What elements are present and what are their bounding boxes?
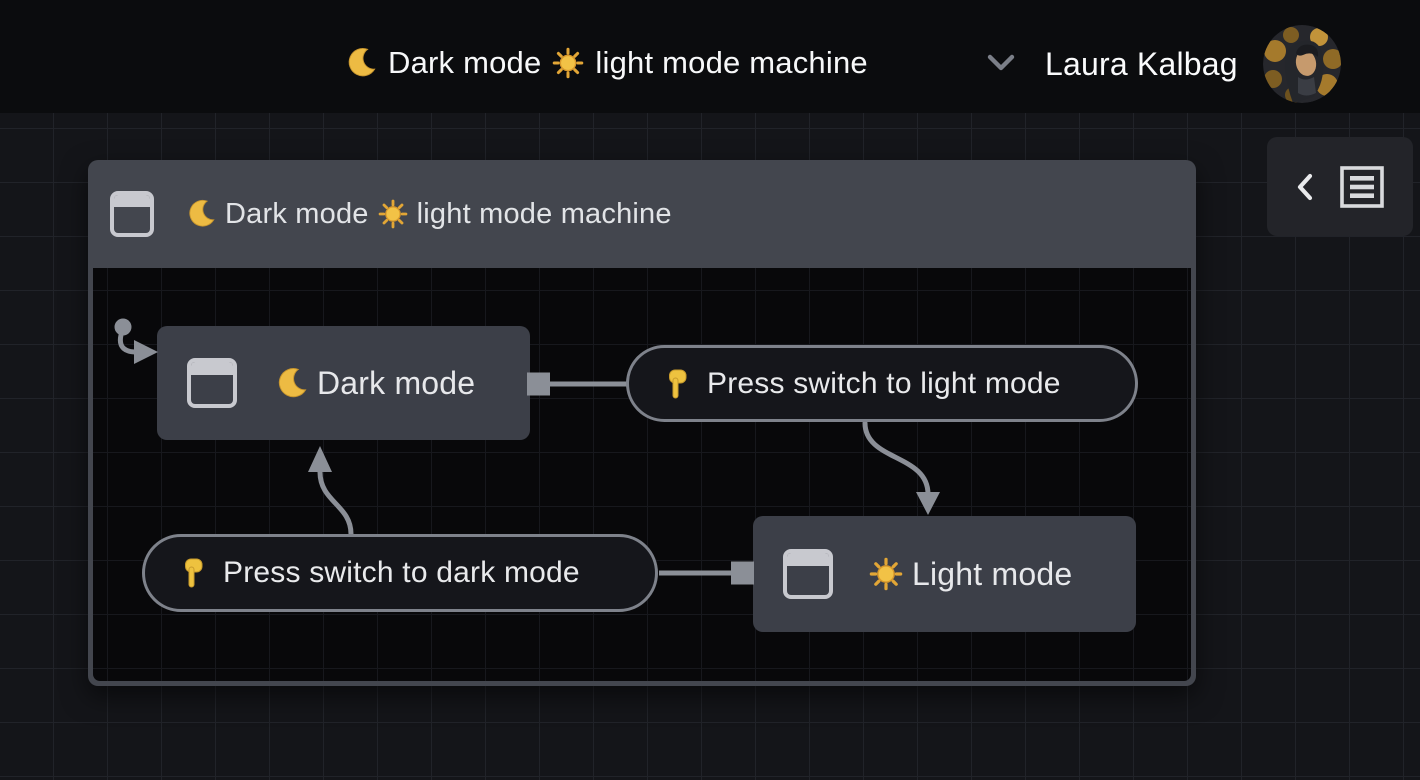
- hand-pointing-down-icon: [185, 558, 203, 588]
- window-frame-icon: [783, 549, 833, 599]
- machine-title-dropdown[interactable]: Dark mode light mode machine: [343, 32, 1016, 94]
- state-label: Light mode: [912, 555, 1073, 592]
- document-list-icon[interactable]: [1340, 165, 1384, 208]
- transition-press-switch-to-light-mode[interactable]: Press switch to light mode: [626, 345, 1138, 422]
- topbar: Dark mode light mode machine Laura Kalba…: [0, 0, 1420, 113]
- machine-title-part1: Dark mode: [388, 45, 542, 80]
- transition-label: Press switch to light mode: [707, 366, 1061, 400]
- state-node-light-mode[interactable]: Light mode: [753, 516, 1136, 632]
- right-panel-toggle[interactable]: [1267, 137, 1413, 236]
- avatar[interactable]: [1263, 25, 1341, 103]
- machine-header-title-part2: light mode machine: [416, 197, 672, 230]
- crescent-moon-icon: [189, 199, 215, 227]
- window-frame-icon: [110, 191, 154, 237]
- user-name: Laura Kalbag: [1045, 46, 1238, 82]
- crescent-moon-icon: [348, 48, 376, 77]
- hand-pointing-down-icon: [669, 369, 687, 398]
- machine-title-part2: light mode machine: [595, 45, 868, 80]
- sun-icon: [869, 557, 903, 591]
- avatar-image: [1263, 25, 1341, 103]
- sun-icon: [378, 199, 407, 229]
- state-node-dark-mode[interactable]: Dark mode: [157, 326, 530, 440]
- sun-icon: [553, 47, 584, 79]
- machine-header[interactable]: Dark mode light mode machine: [88, 160, 1196, 268]
- transition-label: Press switch to dark mode: [223, 556, 580, 589]
- crescent-moon-icon: [278, 367, 307, 397]
- machine-header-title-part1: Dark mode: [225, 197, 369, 230]
- chevron-down-icon[interactable]: [986, 53, 1016, 73]
- window-frame-icon: [187, 358, 237, 408]
- chevron-left-icon[interactable]: [1296, 172, 1314, 202]
- state-label: Dark mode: [317, 364, 476, 401]
- transition-press-switch-to-dark-mode[interactable]: Press switch to dark mode: [142, 534, 658, 612]
